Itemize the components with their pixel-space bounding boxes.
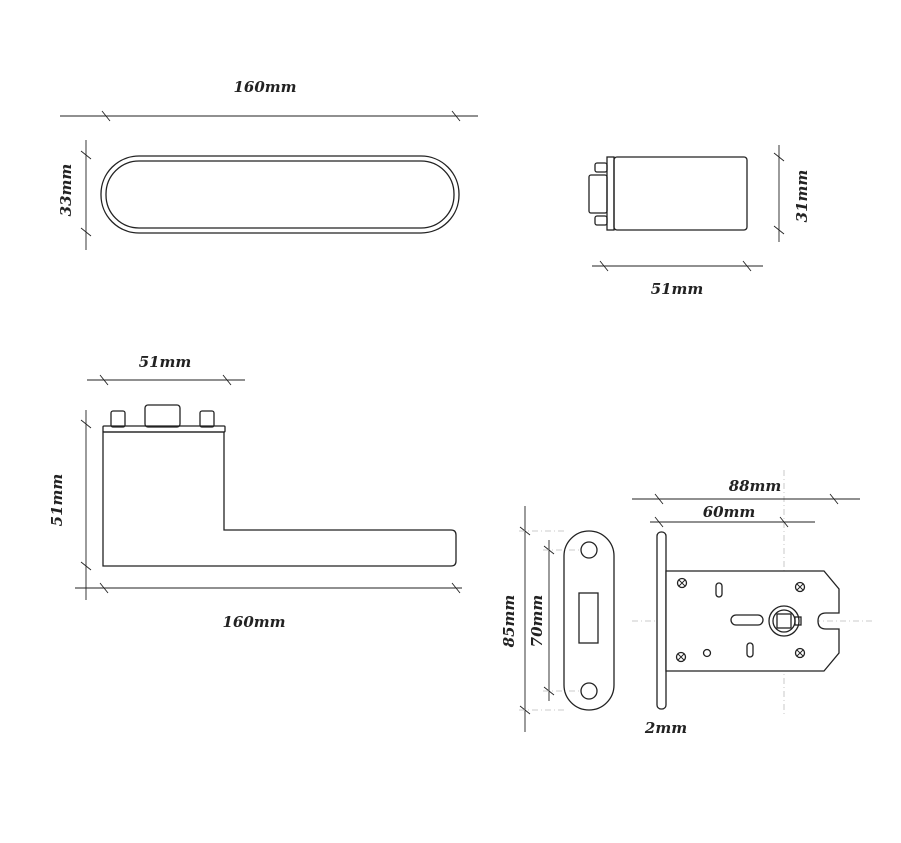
rosette-inner-outline bbox=[105, 160, 455, 229]
faceplate-thickness-label: 2mm bbox=[644, 719, 687, 737]
mortise-lock-view bbox=[632, 470, 873, 716]
lock-case-outline bbox=[665, 570, 840, 672]
handle-top-width-label: 51mm bbox=[139, 353, 192, 371]
rosette-length-label: 160mm bbox=[233, 78, 296, 96]
strike-plate-top-hole bbox=[580, 541, 598, 559]
lever-handle-view bbox=[102, 404, 457, 567]
handle-top-width-dimension: 51mm bbox=[87, 353, 245, 386]
lock-length-dimension: 88mm bbox=[632, 477, 860, 505]
strike-plate-outline bbox=[563, 530, 615, 711]
cylinder-bottom-pin bbox=[594, 215, 608, 226]
lock-lower-slot bbox=[746, 642, 754, 658]
cylinder-length-label: 51mm bbox=[651, 280, 704, 298]
screw-top-right bbox=[794, 581, 806, 593]
lock-square-spindle-hole bbox=[776, 613, 792, 629]
cylinder-flange bbox=[606, 156, 615, 231]
handle-length-dimension: 160mm bbox=[75, 582, 462, 631]
strike-plate-latch-opening bbox=[578, 592, 599, 644]
lock-case-screws bbox=[675, 577, 806, 663]
rosette-height-dimension: 33mm bbox=[57, 140, 92, 250]
cylinder-view bbox=[588, 156, 748, 231]
handle-spindle-block bbox=[144, 404, 181, 428]
cylinder-cam bbox=[588, 174, 608, 214]
rosette-outer-outline bbox=[100, 155, 460, 234]
handle-height-label: 51mm bbox=[48, 474, 66, 527]
lock-latch-slot bbox=[730, 614, 764, 626]
handle-spindle-left-pin bbox=[110, 410, 126, 428]
lock-backset-dimension: 60mm bbox=[650, 503, 815, 528]
handle-body-outline bbox=[102, 431, 457, 567]
strike-plate-bottom-hole bbox=[580, 682, 598, 700]
lock-backset-label: 60mm bbox=[703, 503, 756, 521]
handle-height-dimension: 51mm bbox=[48, 410, 92, 600]
rosette-length-dimension: 160mm bbox=[60, 78, 478, 122]
lock-small-hole bbox=[702, 648, 712, 658]
cylinder-height-dimension: 31mm bbox=[773, 145, 811, 242]
plate-hole-spacing-dimension: 70mm bbox=[528, 540, 581, 701]
lock-upper-slot bbox=[715, 582, 723, 598]
lock-length-label: 88mm bbox=[729, 477, 782, 495]
lock-faceplate bbox=[656, 531, 667, 710]
strike-plate-view bbox=[563, 530, 615, 711]
screw-top-left bbox=[676, 577, 688, 589]
screw-bottom-right bbox=[794, 647, 806, 659]
cylinder-length-dimension: 51mm bbox=[592, 260, 763, 298]
handle-length-label: 160mm bbox=[222, 613, 285, 631]
lock-follower-tab bbox=[794, 616, 802, 626]
plate-height-dimension: 85mm bbox=[500, 506, 564, 732]
rosette-height-label: 33mm bbox=[57, 164, 75, 217]
handle-spindle-right-pin bbox=[199, 410, 215, 428]
cylinder-body bbox=[613, 156, 748, 231]
plate-hole-spacing-label: 70mm bbox=[528, 595, 546, 648]
screw-bottom-left bbox=[675, 651, 687, 663]
rosette-view bbox=[100, 155, 460, 234]
cylinder-height-label: 31mm bbox=[793, 170, 811, 223]
plate-height-label: 85mm bbox=[500, 595, 518, 648]
cylinder-top-pin bbox=[594, 162, 608, 173]
